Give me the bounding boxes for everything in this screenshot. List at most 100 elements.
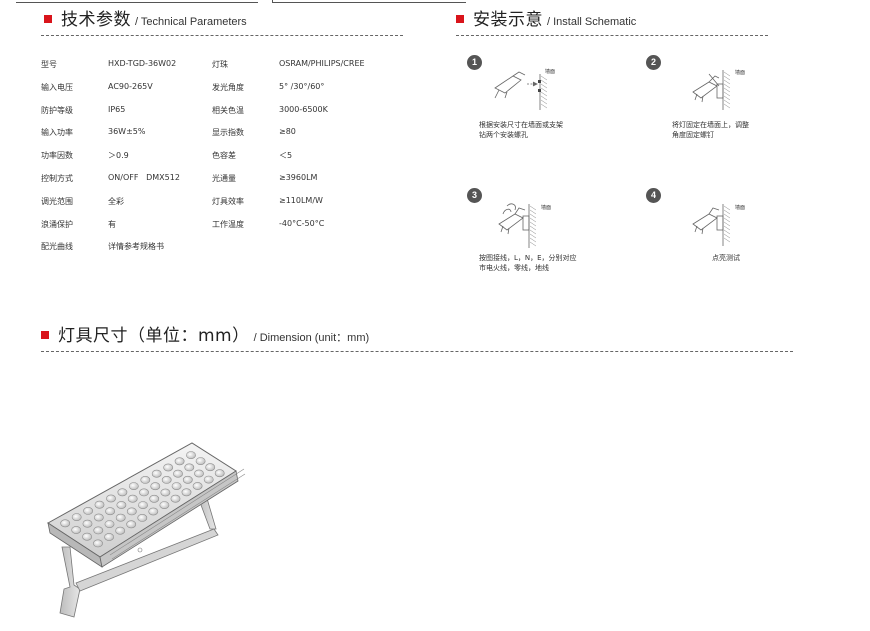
wall-label: 墙面 [541, 204, 551, 211]
step-2-badge: 2 [646, 55, 661, 70]
spec-value: AC90-265V [108, 82, 153, 91]
step-4-illustration: 墙面 [692, 204, 745, 246]
led-lens [105, 507, 115, 516]
spec-label: 型号 [41, 60, 57, 69]
led-lens [71, 526, 82, 534]
wall-label: 墙面 [735, 69, 745, 76]
led-lens [82, 519, 93, 528]
led-lens [159, 501, 170, 509]
spec-label: 显示指数 [212, 128, 244, 137]
led-lens [151, 469, 162, 478]
spec-label: 色容差 [212, 151, 236, 160]
spec-row: 输入电压 AC90-265V 发光角度 5° /30°/60° [0, 82, 440, 96]
spec-label: 配光曲线 [41, 242, 73, 251]
led-lens [170, 494, 181, 503]
spec-row: 功率因数 ＞0.9 色容差 ＜5 [0, 150, 440, 164]
spec-value: ＞0.9 [108, 151, 129, 160]
dimension-subtitle: / Dimension (unit：mm) [253, 332, 370, 344]
led-lens [149, 494, 160, 503]
spec-label: 相关色温 [212, 106, 244, 115]
led-lens [93, 513, 104, 522]
step-1-illustration: 墙面 [494, 68, 555, 110]
spec-value: 有 [108, 220, 116, 229]
spec-value: OSRAM/PHILIPS/CREE [279, 59, 365, 68]
spec-value: HXD-TGD-36W02 [108, 59, 177, 68]
spec-label: 输入功率 [41, 128, 73, 137]
led-lens [194, 469, 204, 478]
led-lens [203, 475, 214, 484]
section-divider [456, 35, 768, 36]
led-lens [126, 520, 137, 529]
led-lens [148, 507, 159, 516]
caption-line: 市电火线，零线，地线 [479, 263, 549, 272]
spec-row: 型号 HXD-TGD-36W02 灯珠 OSRAM/PHILIPS/CREE [0, 59, 440, 73]
led-lens [205, 463, 216, 472]
spec-value: 36W±5% [108, 127, 146, 136]
led-lens [106, 494, 116, 503]
caption-line: 钻两个安装螺孔 [479, 130, 528, 139]
led-lens [94, 500, 105, 509]
spec-row: 调光范围 全彩 灯具效率 ≥110LM/W [0, 196, 440, 210]
led-lens [181, 488, 192, 497]
led-lens [60, 519, 71, 528]
caption-line: 将灯固定在墙面上，调整 [672, 121, 749, 129]
spec-value: ≥80 [279, 127, 296, 136]
spec-label: 功率因数 [41, 151, 73, 160]
spec-value: ≥110LM/W [279, 196, 323, 205]
led-lens [71, 513, 82, 521]
step-3-caption: 按图接线，L，N，E，分别对应 市电火线，零线，地线 [479, 254, 577, 273]
led-lens-array [60, 451, 225, 548]
led-lens [117, 488, 128, 497]
spec-row: 配光曲线 详情参考规格书 [0, 241, 440, 255]
led-lens [173, 469, 183, 478]
led-lens [82, 532, 92, 541]
led-lens [160, 488, 171, 497]
led-lens [192, 482, 203, 490]
led-lens [137, 514, 148, 522]
wall-label: 墙面 [735, 204, 745, 211]
led-lens [174, 457, 185, 466]
spec-value: -40°C-50°C [279, 219, 325, 228]
top-frame-line [16, 0, 258, 3]
led-lens [127, 494, 138, 503]
caption-line: 按图接线，L，N，E，分别对应 [479, 254, 577, 262]
spec-row: 浪涌保护 有 工作温度 -40°C-50°C [0, 219, 440, 233]
led-lens [171, 482, 182, 490]
section-bullet-icon [456, 15, 464, 23]
led-lens [182, 475, 193, 484]
caption-line: 点亮测试 [712, 254, 740, 262]
step-1-badge: 1 [467, 55, 482, 70]
spec-row: 控制方式 ON/OFF DMX512 光通量 ≥3960LM [0, 173, 440, 187]
tech-params-title: 技术参数 [61, 10, 131, 30]
led-lens [140, 476, 151, 484]
section-divider [41, 35, 403, 36]
led-lens [184, 463, 195, 472]
top-frame-line [272, 0, 466, 3]
led-lens [161, 476, 172, 484]
spec-label: 光通量 [212, 174, 236, 183]
spec-value: 详情参考规格书 [108, 242, 164, 251]
led-lens [115, 513, 126, 522]
spec-value: ＜5 [279, 151, 293, 160]
led-lens [214, 469, 225, 478]
spec-value: IP65 [108, 105, 126, 114]
step-4-badge: 4 [646, 188, 661, 203]
step-1-caption: 根据安装尺寸在墙面或支架 钻两个安装螺孔 [479, 121, 563, 140]
spec-label: 控制方式 [41, 174, 73, 183]
spec-value: ≥3960LM [279, 173, 318, 182]
led-lens [93, 526, 104, 535]
led-lens [186, 451, 196, 459]
step-3-badge: 3 [467, 188, 482, 203]
tech-params-subtitle: / Technical Parameters [135, 16, 247, 28]
section-bullet-icon [44, 15, 52, 23]
step-2-illustration: 墙面 [692, 69, 745, 110]
dimension-header: 灯具尺寸（单位：mm） / Dimension (unit：mm) [41, 321, 369, 346]
install-header: 安装示意 / Install Schematic [456, 5, 636, 30]
step-2-caption: 将灯固定在墙面上，调整 角度固定螺钉 [672, 121, 749, 140]
wall-label: 墙面 [545, 68, 555, 75]
spec-value: ON/OFF DMX512 [108, 173, 180, 182]
spec-label: 工作温度 [212, 220, 244, 229]
tech-params-header: 技术参数 / Technical Parameters [44, 5, 247, 30]
caption-line: 根据安装尺寸在墙面或支架 [479, 121, 563, 129]
install-title: 安装示意 [473, 10, 543, 30]
